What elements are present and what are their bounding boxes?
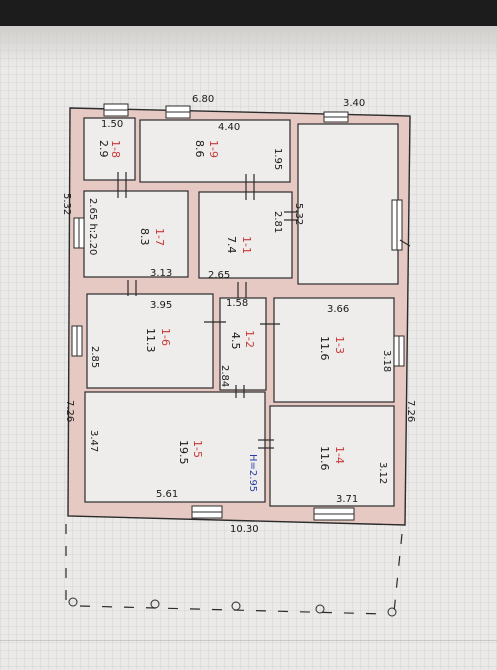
dim-1-3-a: 3.66	[327, 304, 349, 315]
room-id-1-1: 1-1	[240, 236, 253, 254]
survey-points	[68, 597, 397, 617]
margin-line	[0, 640, 497, 641]
ceiling-height-note: H=2.95	[247, 454, 258, 492]
room-1-2	[219, 297, 267, 391]
room-area-1-3: 11.6	[318, 336, 331, 361]
room-1-4	[269, 405, 395, 507]
room-area-1-6: 11.3	[144, 328, 157, 353]
windows	[71, 103, 405, 521]
room-id-1-6: 1-6	[159, 328, 172, 346]
dim-1-9-a: 4.40	[218, 122, 240, 133]
room-1-5	[84, 391, 266, 503]
room-id-1-2: 1-2	[243, 330, 256, 348]
room-area-1-4: 11.6	[318, 446, 331, 471]
dim-1-2-b: 2.84	[219, 365, 230, 387]
dim-1-4-a: 3.12	[377, 462, 388, 484]
dim-1-1-a: 2.81	[272, 211, 283, 233]
dim-top-right-width: 3.40	[343, 98, 365, 109]
paper-shadow	[0, 26, 497, 66]
dim-left-upper-depth: 5.32	[61, 193, 72, 215]
room-id-1-3: 1-3	[333, 336, 346, 354]
room-1-6	[86, 293, 214, 389]
dim-1-3-b: 3.18	[381, 350, 392, 372]
dim-1-5-b: 5.61	[156, 489, 178, 500]
room-id-1-4: 1-4	[333, 446, 346, 464]
dim-1-6-a: 3.95	[150, 300, 172, 311]
room-id-1-8: 1-8	[109, 140, 122, 158]
dim-1-7-b: 3.13	[150, 268, 172, 279]
room-shapes	[83, 117, 399, 507]
room-area-1-9: 8.6	[193, 140, 206, 158]
room-1-8	[83, 117, 136, 181]
dim-1-9-b: 1.95	[272, 148, 283, 170]
dim-right-upper-depth: 5.32	[293, 203, 304, 225]
room-area-1-7: 8.3	[138, 228, 151, 246]
dim-1-5-a: 3.47	[88, 430, 99, 452]
room-id-1-9: 1-9	[207, 140, 220, 158]
dim-1-8-a: 1.50	[101, 119, 123, 130]
door-marks	[117, 172, 411, 449]
room-id-1-5: 1-5	[191, 440, 204, 458]
room-area-1-2: 4.5	[229, 332, 242, 350]
dim-left-depth: 7.26	[64, 400, 75, 422]
dim-bottom-width: 10.30	[230, 524, 259, 535]
room-area-1-5: 19.5	[177, 440, 190, 465]
dim-top-left-width: 6.80	[192, 94, 214, 105]
room-1-3	[273, 297, 395, 403]
room-area-1-8: 2.9	[97, 140, 110, 158]
dashed-boundary	[65, 524, 403, 615]
dim-1-4-b: 3.71	[336, 494, 358, 505]
dim-1-7-a: 2.65 h:2.20	[87, 198, 98, 255]
room-1-7	[83, 190, 189, 278]
room-1-1	[198, 191, 293, 279]
dim-right-depth: 7.26	[405, 400, 416, 422]
room-area-1-1: 7.4	[225, 236, 238, 254]
room-1-9	[139, 119, 291, 183]
dim-1-1-b: 2.65	[208, 270, 230, 281]
room-id-1-7: 1-7	[153, 228, 166, 246]
dim-1-6-b: 2.85	[89, 346, 100, 368]
room-veranda	[297, 123, 399, 285]
dim-1-2-a: 1.58	[226, 298, 248, 309]
